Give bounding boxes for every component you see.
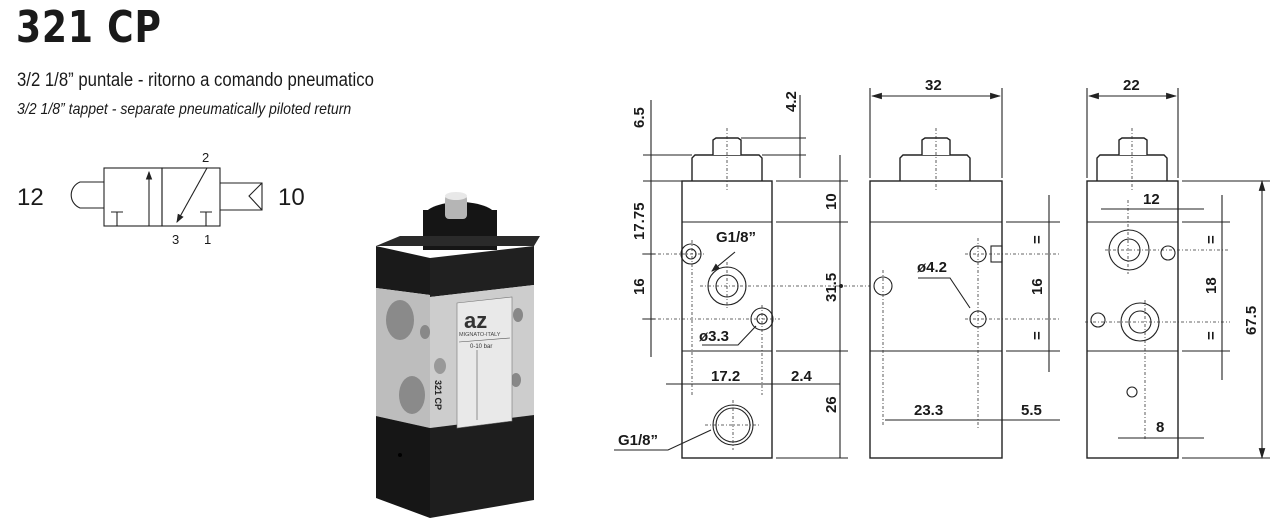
label-model: 321 CP xyxy=(433,380,443,410)
dim-equal-top: = xyxy=(1029,235,1046,244)
dim-2-4: 2.4 xyxy=(791,368,813,385)
dim-equal-top-end: = xyxy=(1203,235,1220,244)
side-view: 32 ø4.2 16 = = 23.3 5.5 xyxy=(869,77,1060,459)
label-hole-4-2: ø4.2 xyxy=(917,259,947,276)
dim-6-5: 6.5 xyxy=(631,107,648,128)
dim-26: 26 xyxy=(823,396,840,413)
port-3-label: 3 xyxy=(172,232,179,247)
label-hole-3-3: ø3.3 xyxy=(699,328,729,345)
dim-17-2: 17.2 xyxy=(711,368,740,385)
dim-equal-bottom-end: = xyxy=(1203,331,1220,340)
label-pressure: 0-10 bar xyxy=(470,344,492,350)
dim-10: 10 xyxy=(823,193,840,210)
pilot-right-symbol xyxy=(220,182,263,211)
subtitle-italian: 3/2 1/8” puntale - ritorno a comando pne… xyxy=(17,70,374,91)
port-1-label: 1 xyxy=(204,232,211,247)
label-port-g18-bottom: G1/8” xyxy=(618,432,658,449)
product-photo: az MIGNATO-ITALY 0-10 bar 321 CP xyxy=(376,192,540,518)
end-view: 22 12 = 18 = 67.5 8 xyxy=(1085,77,1270,460)
dim-16-side: 16 xyxy=(1029,278,1046,295)
dim-67-5: 67.5 xyxy=(1243,306,1260,335)
valve-box-right xyxy=(161,167,221,227)
dim-18: 18 xyxy=(1203,277,1220,294)
front-view: 6.5 4.2 17.75 16 10 31.5 26 G1/8” ø3.3 1… xyxy=(614,91,870,459)
dim-23-3: 23.3 xyxy=(914,402,943,419)
dim-12: 12 xyxy=(1143,191,1160,208)
dim-32: 32 xyxy=(925,77,942,94)
dim-5-5: 5.5 xyxy=(1021,402,1042,419)
label-port-g18-top: G1/8” xyxy=(716,229,756,246)
dim-16-front: 16 xyxy=(631,278,648,295)
dim-4-2: 4.2 xyxy=(783,91,800,112)
valve-symbol: 12 10 2 3 1 xyxy=(17,150,305,247)
dim-31-5: 31.5 xyxy=(823,273,840,302)
page-title: 321 CP xyxy=(16,2,162,53)
dim-8: 8 xyxy=(1156,419,1164,436)
pilot-left-symbol xyxy=(70,181,104,209)
port-2-label: 2 xyxy=(202,150,209,165)
dim-equal-bottom: = xyxy=(1029,331,1046,340)
label-maker: MIGNATO-ITALY xyxy=(459,332,501,338)
dim-22: 22 xyxy=(1123,77,1140,94)
dim-17-75: 17.75 xyxy=(631,202,648,240)
port-10-label: 10 xyxy=(278,184,305,211)
subtitle-english: 3/2 1/8” tappet - separate pneumatically… xyxy=(17,101,352,118)
brand-logo: az xyxy=(464,308,487,333)
port-12-label: 12 xyxy=(17,184,44,211)
